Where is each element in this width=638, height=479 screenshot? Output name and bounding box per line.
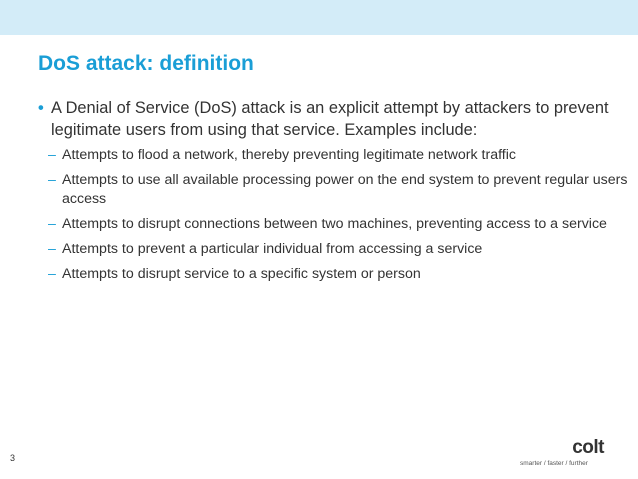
dash-icon: –: [48, 147, 56, 163]
dash-icon: –: [48, 172, 56, 188]
colt-logo: colt smarter / faster / further: [518, 437, 618, 471]
top-banner: [0, 0, 638, 35]
list-item: – Attempts to disrupt service to a speci…: [48, 265, 628, 284]
list-item-text: Attempts to flood a network, thereby pre…: [62, 147, 516, 163]
list-item: – Attempts to flood a network, thereby p…: [48, 146, 628, 165]
list-item: – Attempts to use all available processi…: [48, 171, 628, 209]
list-item-text: Attempts to prevent a particular individ…: [62, 241, 483, 257]
main-bullet-text: A Denial of Service (DoS) attack is an e…: [51, 99, 609, 139]
slide-content: • A Denial of Service (DoS) attack is an…: [38, 97, 628, 290]
list-item: – Attempts to prevent a particular indiv…: [48, 240, 628, 259]
list-item: – Attempts to disrupt connections betwee…: [48, 215, 628, 234]
list-item-text: Attempts to use all available processing…: [62, 172, 628, 207]
page-number: 3: [10, 453, 16, 463]
dash-icon: –: [48, 266, 56, 282]
slide-title: DoS attack: definition: [38, 52, 254, 75]
logo-wordmark: colt: [572, 437, 604, 458]
list-item-text: Attempts to disrupt service to a specifi…: [62, 266, 421, 282]
main-bullet: • A Denial of Service (DoS) attack is an…: [38, 97, 628, 141]
bullet-icon: •: [38, 99, 44, 117]
dash-icon: –: [48, 216, 56, 232]
list-item-text: Attempts to disrupt connections between …: [62, 216, 607, 232]
logo-tagline: smarter / faster / further: [520, 460, 588, 467]
examples-list: – Attempts to flood a network, thereby p…: [38, 146, 628, 284]
dash-icon: –: [48, 241, 56, 257]
